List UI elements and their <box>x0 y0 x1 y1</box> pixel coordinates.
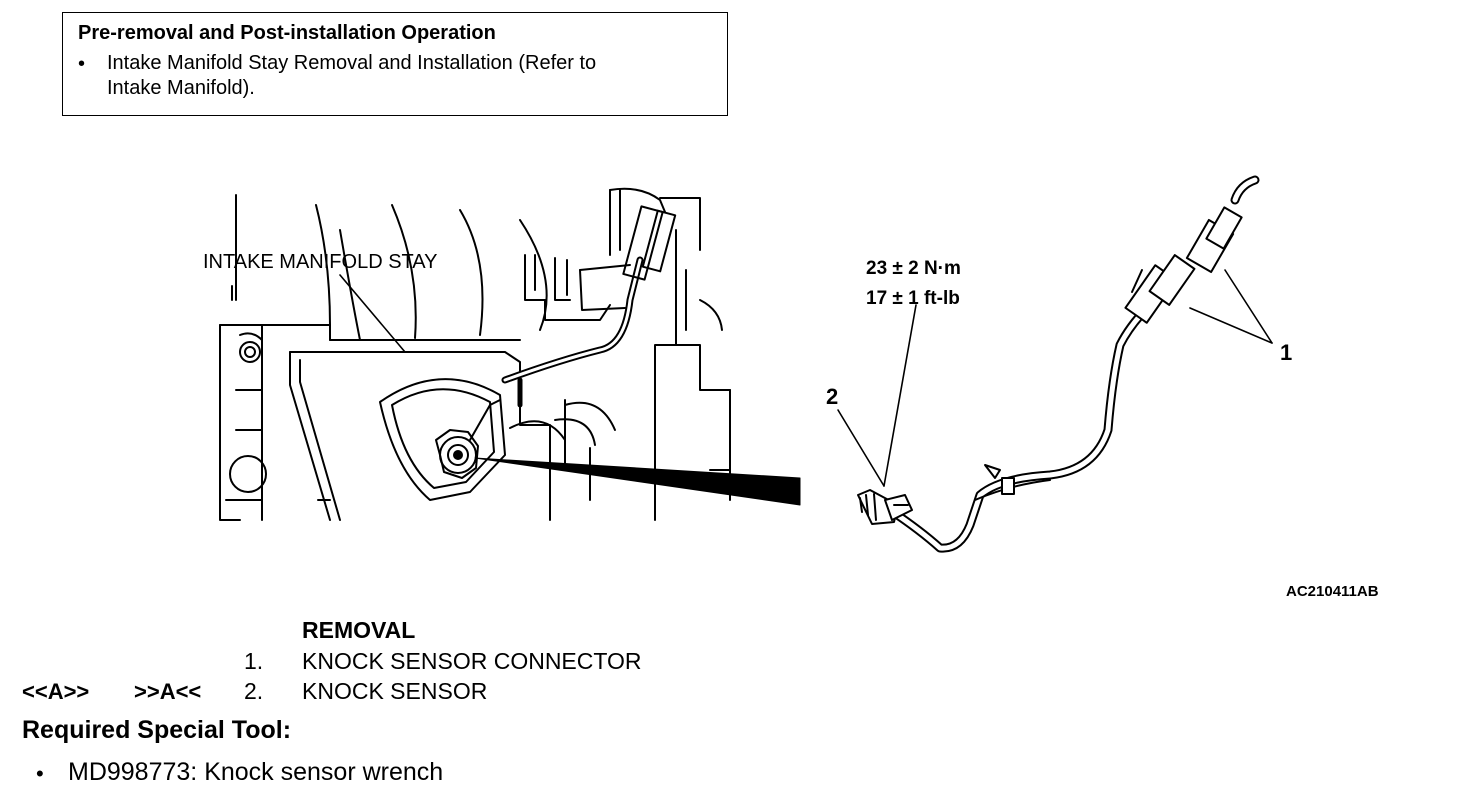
removal-item-label: KNOCK SENSOR CONNECTOR <box>302 648 642 674</box>
special-tool-heading: Required Special Tool: <box>22 716 292 744</box>
removal-item-label: KNOCK SENSOR <box>302 678 488 704</box>
special-tool-item: MD998773: Knock sensor wrench <box>68 758 444 786</box>
removal-item-number: 1. <box>244 648 264 674</box>
bullet-icon: • <box>78 53 86 75</box>
info-box-title: Pre-removal and Post-installation Operat… <box>78 22 496 44</box>
installation-tag: >>A<< <box>134 679 202 704</box>
intake-manifold-stay-drawing <box>379 378 506 501</box>
bullet-icon: • <box>36 761 44 786</box>
info-item-line-1: Intake Manifold Stay Removal and Install… <box>107 52 597 74</box>
info-item-line-2: Intake Manifold). <box>107 77 255 99</box>
knock-sensor-harness-drawing <box>857 175 1260 553</box>
intake-manifold-stay-label: INTAKE MANIFOLD STAY <box>203 251 437 273</box>
removal-heading: REMOVAL <box>302 617 416 643</box>
pre-removal-info-box: Pre-removal and Post-installation Operat… <box>62 12 728 116</box>
callout-1-label: 1 <box>1280 340 1292 365</box>
knock-sensor-illustration: INTAKE MANIFOLD STAY 23 ± 2 N·m 17 ± 1 f… <box>203 175 1379 600</box>
removal-tag: <<A>> <box>22 679 90 704</box>
removal-item-number: 2. <box>244 678 264 704</box>
figure-id-label: AC210411AB <box>1286 583 1379 600</box>
torque-ftlb-label: 17 ± 1 ft-lb <box>866 288 960 309</box>
callout-2-label: 2 <box>826 384 838 409</box>
engine-harness-drawing <box>501 205 677 408</box>
torque-nm-label: 23 ± 2 N·m <box>866 258 961 279</box>
